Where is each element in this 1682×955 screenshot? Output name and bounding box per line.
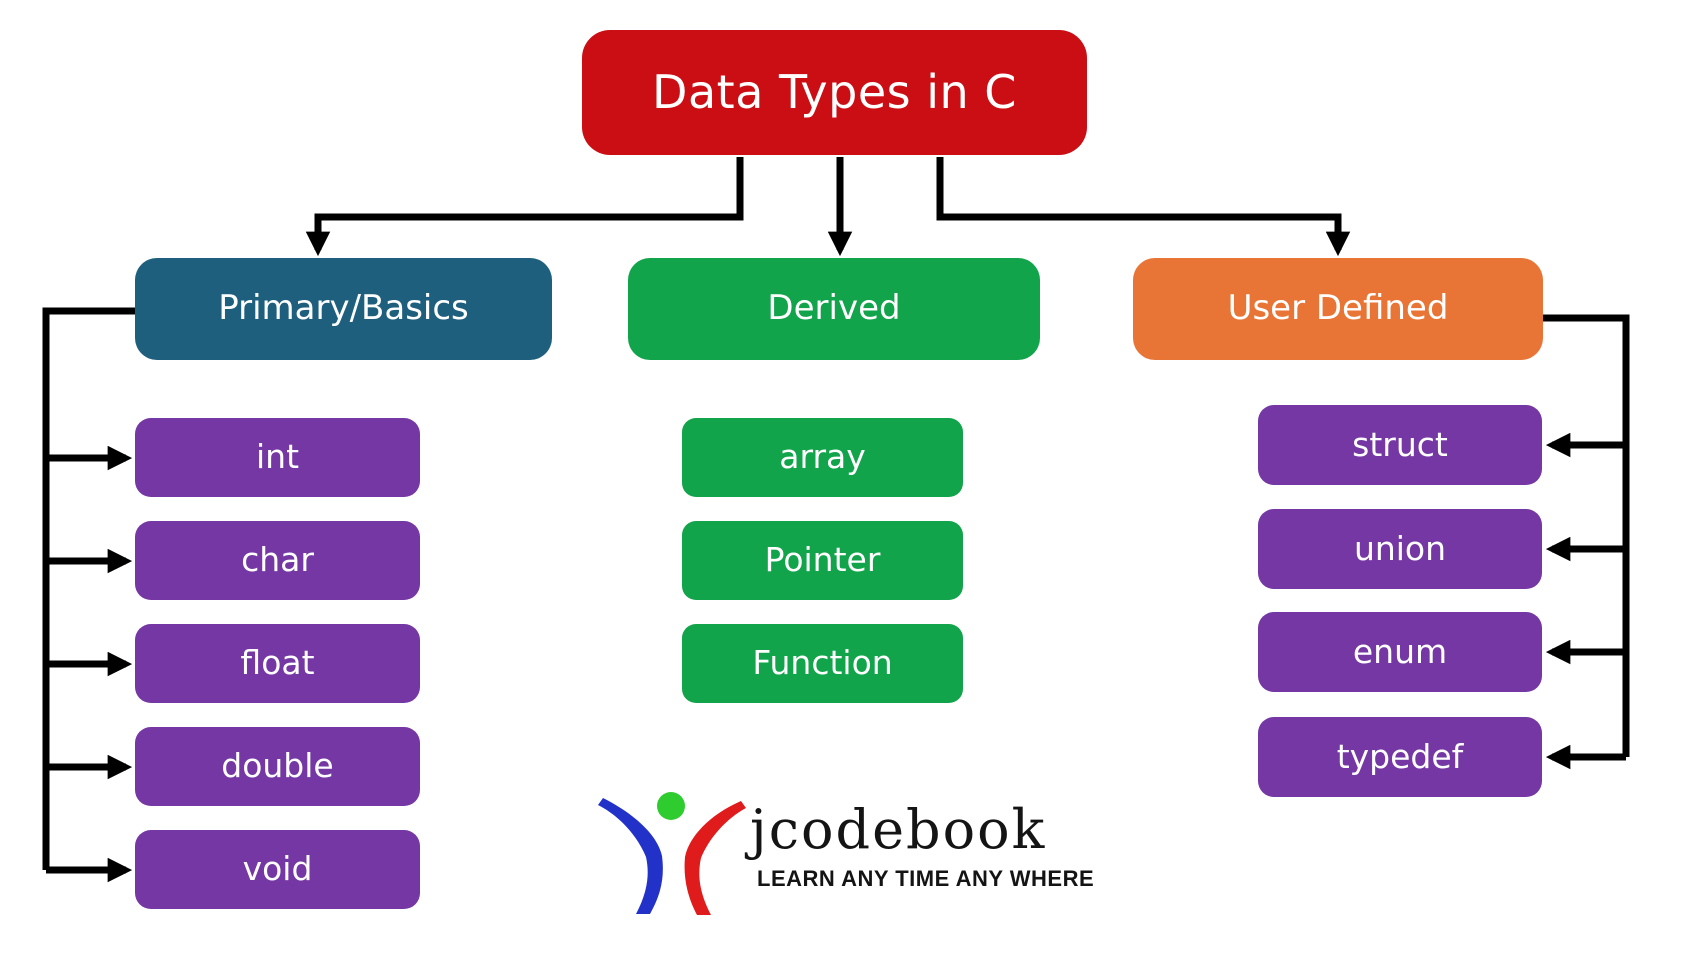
logo-tagline: LEARN ANY TIME ANY WHERE — [757, 866, 1095, 891]
bracket-primary — [42, 307, 137, 870]
node-float: float — [135, 624, 420, 703]
node-void: void — [135, 830, 420, 909]
node-int: int — [135, 418, 420, 497]
bracket-user — [1541, 314, 1630, 757]
node-pointer: Pointer — [682, 521, 963, 600]
node-char: char — [135, 521, 420, 600]
edge-title-to-user — [936, 157, 1351, 257]
node-typedef: typedef — [1258, 717, 1542, 797]
node-derived: Derived — [628, 258, 1040, 360]
node-data-types-in-c: Data Types in C — [582, 30, 1087, 155]
node-double: double — [135, 727, 420, 806]
logo-figure-icon — [598, 792, 746, 915]
node-function: Function — [682, 624, 963, 703]
node-array: array — [682, 418, 963, 497]
node-enum: enum — [1258, 612, 1542, 692]
edge-title-to-primary — [305, 157, 744, 257]
node-struct: struct — [1258, 405, 1542, 485]
node-user-defined: User Defined — [1133, 258, 1543, 360]
node-primary-basics: Primary/Basics — [135, 258, 552, 360]
node-union: union — [1258, 509, 1542, 589]
logo-wordmark: jcodebook — [750, 798, 1047, 861]
